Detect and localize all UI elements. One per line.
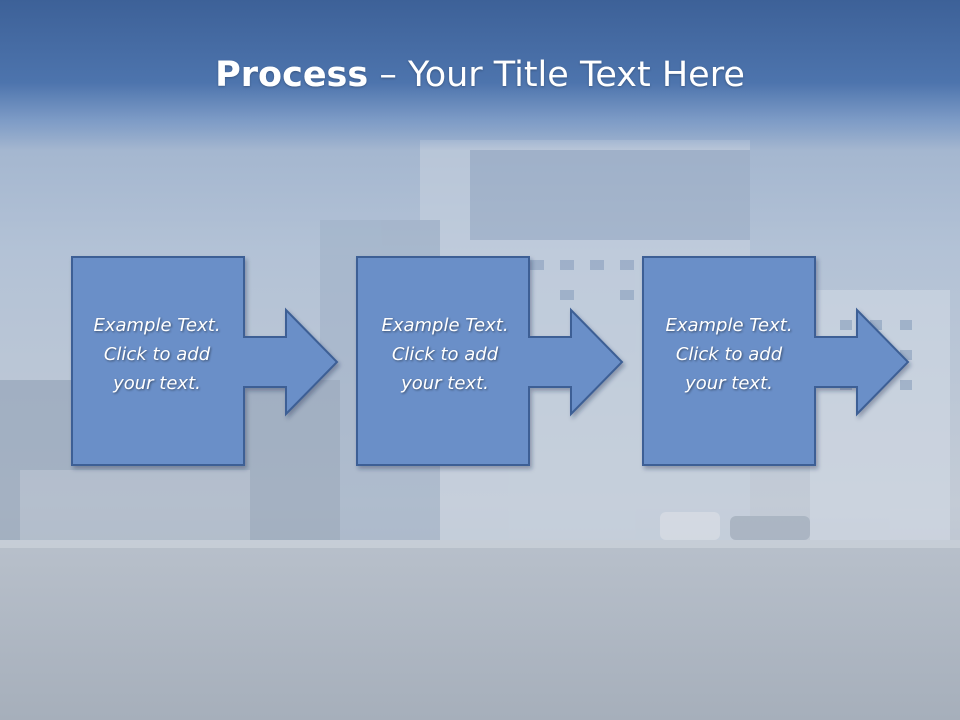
step-1-line-2: Click to add [103,344,211,365]
step-3-line-3: your text. [685,373,773,394]
step-2-line-1: Example Text. [381,315,509,336]
step-1-line-3: your text. [113,373,201,394]
step-2-line-3: your text. [401,373,489,394]
title-bar [0,0,960,150]
step-3-line-2: Click to add [675,344,783,365]
process-step-2-shape[interactable] [356,256,624,466]
process-step-1-shape[interactable] [71,256,339,466]
process-step-1-text[interactable]: Example Text. Click to add your text. [72,311,242,398]
step-2-line-2: Click to add [391,344,499,365]
process-step-3-text[interactable]: Example Text. Click to add your text. [644,311,814,398]
step-1-line-1: Example Text. [93,315,221,336]
step-3-line-1: Example Text. [665,315,793,336]
title-bold: Process [215,55,369,95]
title-rest: – Your Title Text Here [368,55,745,95]
process-step-2-text[interactable]: Example Text. Click to add your text. [360,311,530,398]
slide-title[interactable]: Process – Your Title Text Here [0,52,960,98]
process-step-3-shape[interactable] [642,256,910,466]
